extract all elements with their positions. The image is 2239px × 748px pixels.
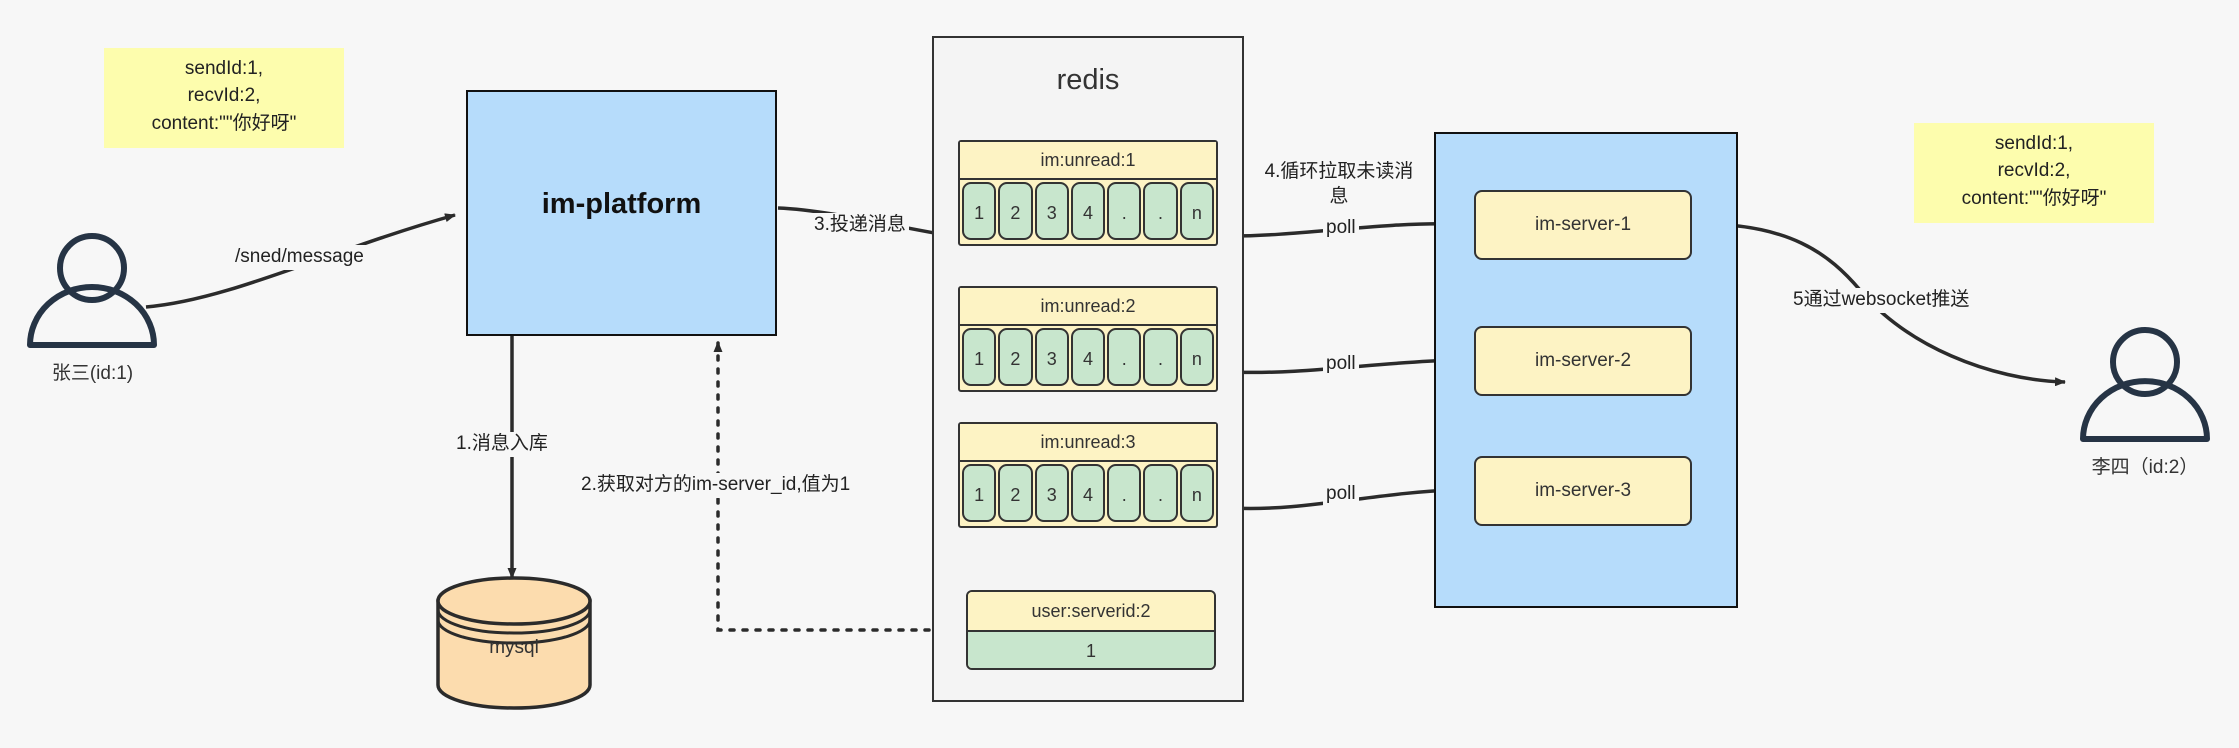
redis-list-cells: 1 2 3 4 . . n [960, 180, 1216, 242]
redis-key-value: 1 [968, 632, 1214, 668]
edge-label-step5: 5通过websocket推送 [1790, 288, 1973, 313]
list-cell: . [1143, 464, 1178, 522]
im-server-1-label: im-server-1 [1534, 214, 1632, 235]
list-cell: . [1143, 328, 1178, 386]
redis-key-user-serverid[interactable]: user:serverid:2 1 [966, 590, 1216, 670]
edge-label-poll-1: poll [1323, 216, 1359, 241]
redis-key-im-unread-1[interactable]: im:unread:1 1 2 3 4 . . n [958, 140, 1218, 246]
redis-key-im-unread-2[interactable]: im:unread:2 1 2 3 4 . . n [958, 286, 1218, 392]
list-cell: 3 [1034, 464, 1069, 522]
im-server-2-label: im-server-2 [1534, 350, 1632, 371]
im-server-3-label: im-server-3 [1534, 480, 1632, 501]
list-cell: 3 [1034, 328, 1069, 386]
redis-key-header: user:serverid:2 [968, 592, 1214, 632]
edge-label-poll-2: poll [1323, 352, 1359, 377]
receiver-caption: 李四（id:2） [2091, 457, 2199, 478]
list-cell: 1 [962, 328, 997, 386]
redis-key-header: im:unread:3 [960, 424, 1216, 462]
im-platform-label: im-platform [541, 188, 702, 220]
list-cell: 4 [1070, 182, 1106, 240]
mysql-label: mysql [489, 637, 539, 658]
list-cell: . [1107, 182, 1142, 240]
list-cell: 4 [1070, 328, 1106, 386]
list-cell: 1 [962, 182, 997, 240]
list-cell: 2 [998, 328, 1033, 386]
edge-label-send-message: /sned/message [232, 245, 367, 270]
list-cell: . [1107, 328, 1142, 386]
list-cell: n [1179, 182, 1214, 240]
sender-user-icon [27, 233, 157, 348]
edge-label-step1: 1.消息入库 [453, 432, 551, 457]
redis-key-im-unread-3[interactable]: im:unread:3 1 2 3 4 . . n [958, 422, 1218, 528]
node-im-server-3[interactable]: im-server-3 [1474, 456, 1692, 526]
note-sender-payload: sendId:1, recvId:2, content:""你好呀" [104, 48, 344, 148]
redis-key-header: im:unread:1 [960, 142, 1216, 180]
node-im-server-1[interactable]: im-server-1 [1474, 190, 1692, 260]
list-cell: . [1143, 182, 1178, 240]
list-cell: 2 [998, 182, 1033, 240]
list-cell: n [1179, 464, 1214, 522]
redis-key-header: im:unread:2 [960, 288, 1216, 326]
list-cell: . [1107, 464, 1142, 522]
sender-caption: 张三(id:1) [51, 363, 134, 384]
edge-label-step3: 3.投递消息 [811, 213, 909, 238]
list-cell: 3 [1034, 182, 1069, 240]
redis-title: redis [1056, 64, 1120, 96]
list-cell: 2 [998, 464, 1033, 522]
edge-label-poll-3: poll [1323, 482, 1359, 507]
redis-list-cells: 1 2 3 4 . . n [960, 326, 1216, 388]
list-cell: 1 [962, 464, 997, 522]
receiver-user-icon [2080, 327, 2210, 442]
list-cell: 4 [1070, 464, 1106, 522]
list-cell: n [1179, 328, 1214, 386]
node-im-platform[interactable]: im-platform [466, 90, 777, 336]
redis-list-cells: 1 2 3 4 . . n [960, 462, 1216, 524]
note-receiver-payload: sendId:1, recvId:2, content:""你好呀" [1914, 123, 2154, 223]
node-im-server-2[interactable]: im-server-2 [1474, 326, 1692, 396]
edge-label-step2: 2.获取对方的im-server_id,值为1 [578, 473, 854, 498]
edge-label-step4: 4.循环拉取未读消 息 [1256, 160, 1422, 210]
